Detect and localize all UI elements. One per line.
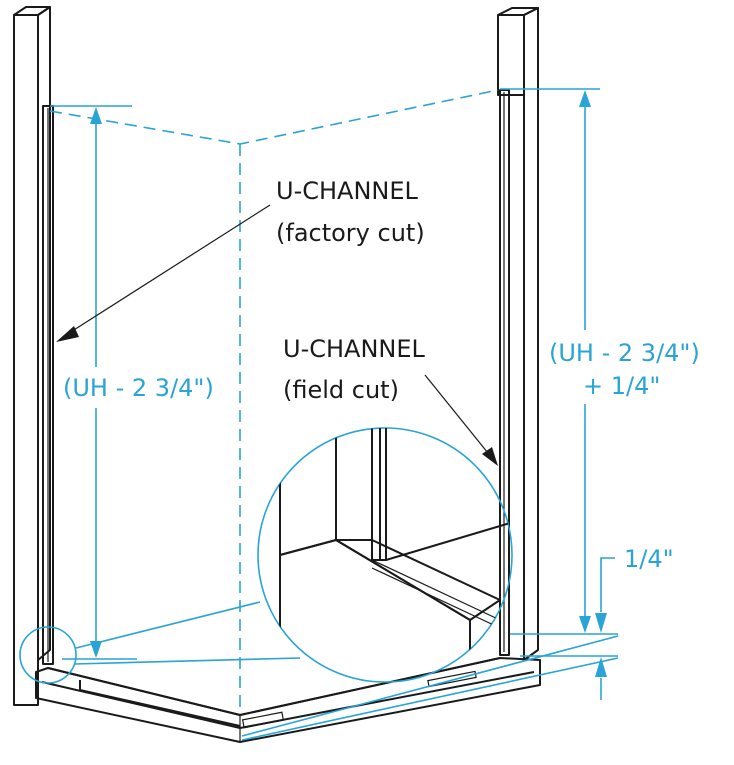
detail-magnifier xyxy=(19,427,513,684)
label-left-dimension: (UH - 2 3/4") xyxy=(63,374,214,402)
label-small-dimension: 1/4" xyxy=(624,545,674,573)
left-dimension xyxy=(50,105,137,660)
callout-field-arrow xyxy=(424,374,498,466)
right-wall-post xyxy=(497,7,539,661)
label-right-dimension-plus: + 1/4" xyxy=(583,372,660,400)
shower-base xyxy=(35,657,541,743)
label-u-channel-factory: U-CHANNEL xyxy=(276,177,419,205)
label-right-dimension: (UH - 2 3/4") xyxy=(549,339,700,367)
label-factory-cut: (factory cut) xyxy=(276,219,425,247)
label-u-channel-field: U-CHANNEL xyxy=(283,335,426,363)
label-field-cut: (field cut) xyxy=(283,376,399,404)
glass-outline xyxy=(49,89,499,710)
callout-factory-arrow xyxy=(56,204,271,342)
left-wall-post xyxy=(13,6,51,706)
left-u-channel xyxy=(42,105,54,665)
right-dimension xyxy=(241,88,619,741)
detail-zoom-content xyxy=(279,428,512,682)
small-dimension xyxy=(595,557,615,700)
right-u-channel xyxy=(499,89,510,656)
